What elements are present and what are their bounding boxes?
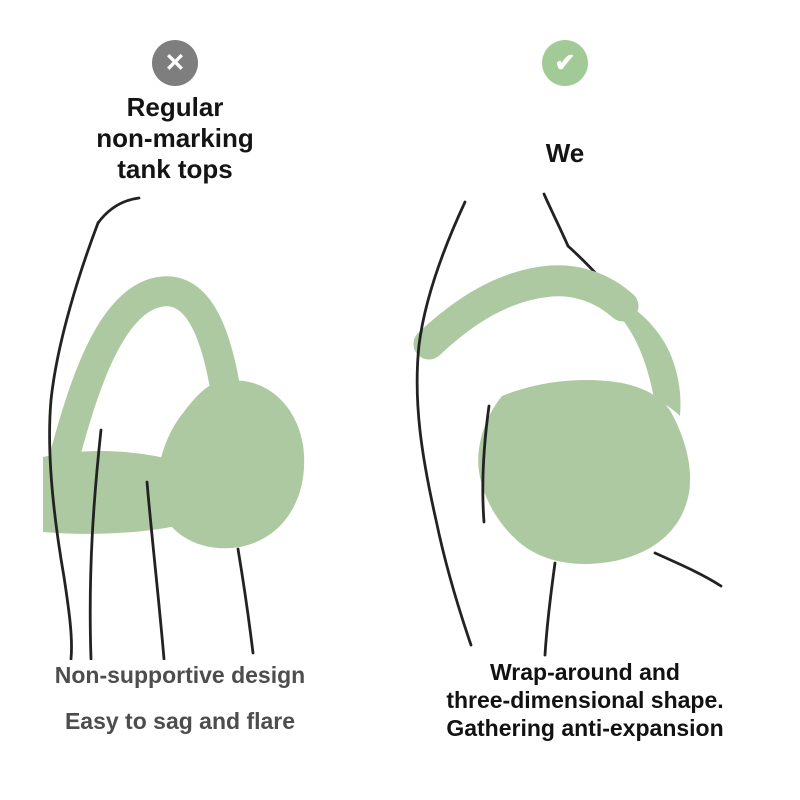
left-body-lines xyxy=(48,221,255,660)
x-circle-icon: ✕ xyxy=(152,40,198,86)
check-glyph: ✔ xyxy=(554,48,576,77)
right-illustration xyxy=(413,192,723,657)
bra-body-shape xyxy=(478,379,691,564)
left-title-line-1: Regular xyxy=(126,92,224,122)
left-illustration xyxy=(43,196,305,660)
left-arm-line-1 xyxy=(88,428,103,660)
left-caption-1: Non-supportive design xyxy=(54,662,306,688)
right-caption-line-2: three-dimensional shape. xyxy=(446,687,724,713)
left-neck-line xyxy=(96,196,141,225)
right-caption-line-3: Gathering anti-expansion xyxy=(446,715,724,741)
left-front-line xyxy=(236,547,255,655)
left-title: Regular non-marking tank tops xyxy=(25,92,325,185)
left-title-line-3: tank tops xyxy=(117,154,233,184)
left-bra-shape xyxy=(43,276,305,549)
left-title-line-2: non-marking xyxy=(96,123,254,153)
right-title: We xyxy=(545,138,585,168)
right-caption: Wrap-around and three-dimensional shape.… xyxy=(415,658,755,742)
right-front-line xyxy=(543,561,557,657)
left-back-line xyxy=(48,221,100,660)
x-glyph: ✕ xyxy=(164,48,186,77)
right-bra-shape xyxy=(413,265,691,564)
bra-back-panel-shape xyxy=(611,296,681,416)
right-chest-line xyxy=(481,404,491,524)
bra-strap-shape xyxy=(48,276,240,478)
bra-wide-strap-shape xyxy=(413,265,639,360)
left-caption-2: Easy to sag and flare xyxy=(64,708,296,734)
left-arm-line-2 xyxy=(145,480,166,660)
bra-cup-shape xyxy=(157,380,305,549)
right-neck-line xyxy=(542,192,570,248)
right-back-line xyxy=(415,200,473,647)
right-caption-line-1: Wrap-around and xyxy=(490,659,680,685)
right-body-lines xyxy=(415,200,723,657)
right-hip-line xyxy=(653,551,723,588)
bra-band-shape xyxy=(43,451,190,534)
check-circle-icon: ✔ xyxy=(542,40,588,86)
left-top-lines xyxy=(96,196,141,225)
